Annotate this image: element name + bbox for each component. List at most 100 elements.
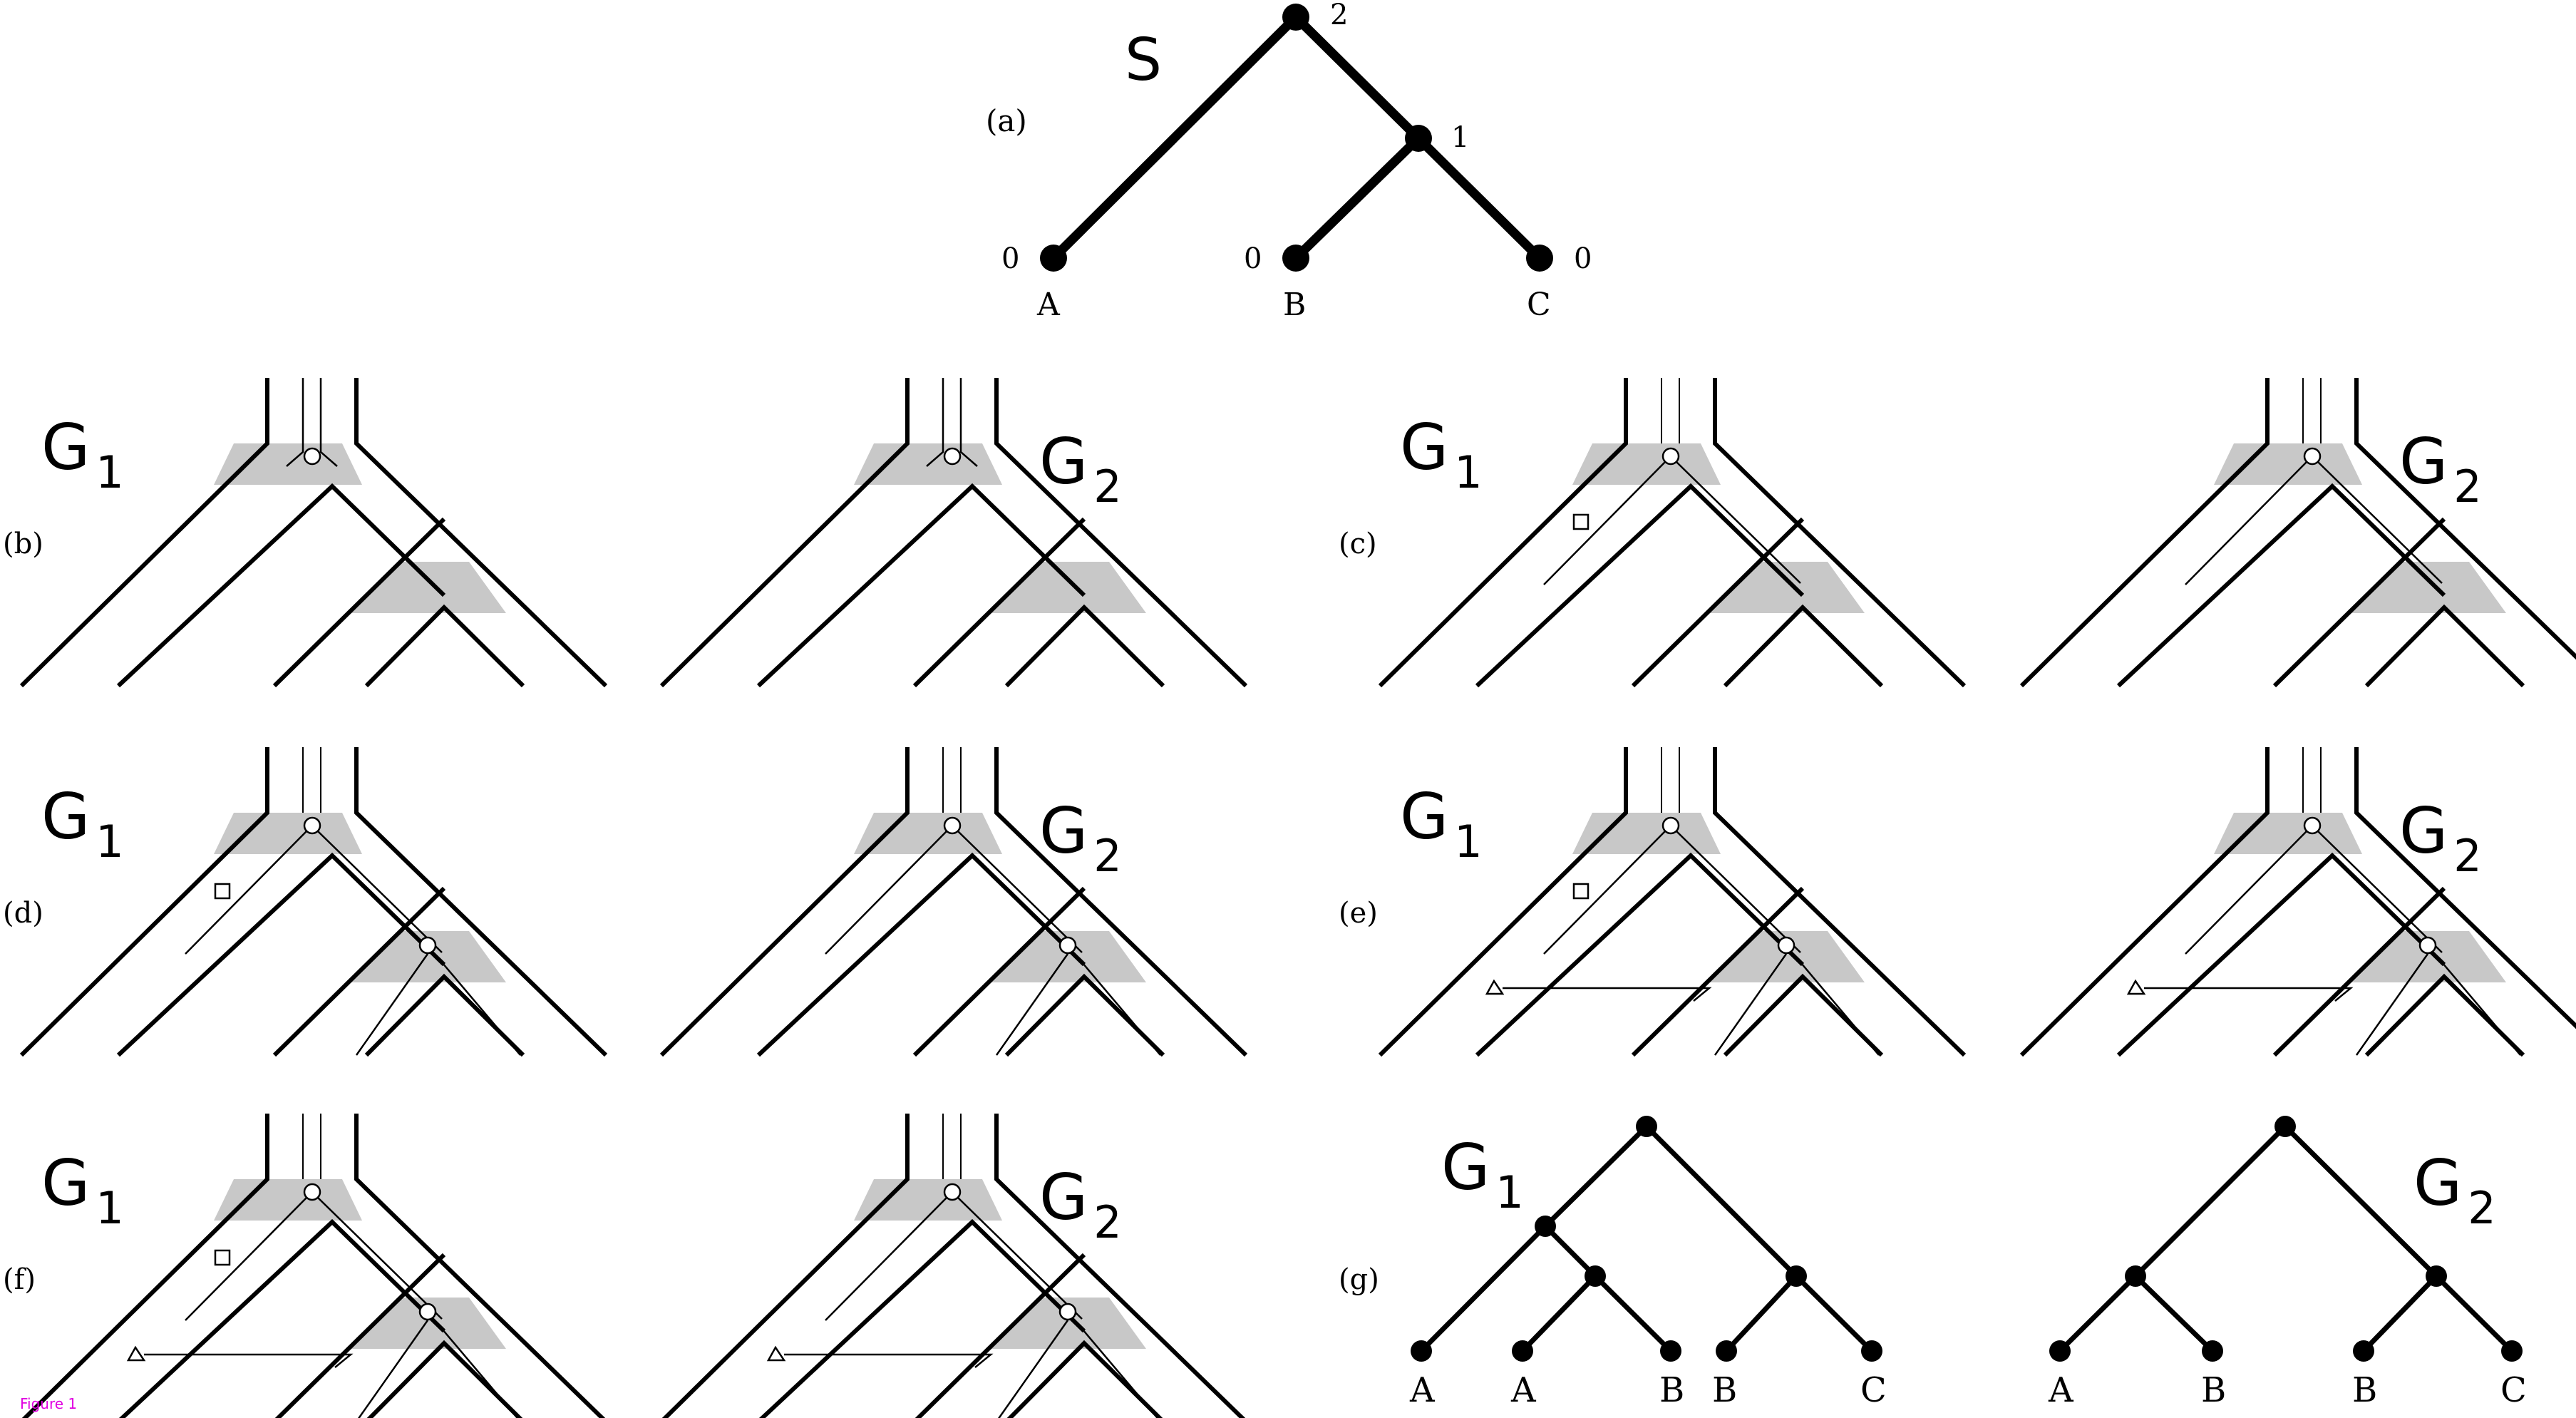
species-tree-title: S bbox=[1125, 26, 1162, 94]
tube-left-outer bbox=[2019, 747, 2270, 1057]
tube-inner-split bbox=[756, 852, 1086, 1057]
g2-leaf-label: B bbox=[2352, 1370, 2377, 1410]
tube-left-outer bbox=[21, 1114, 269, 1418]
lineage-merge-right bbox=[319, 378, 338, 467]
g1-edge-b-l2 bbox=[1520, 1273, 1598, 1354]
node-label-a: 0 bbox=[1001, 242, 1019, 275]
species-node-inner bbox=[1405, 125, 1432, 152]
leaf-name-a: A bbox=[1036, 287, 1061, 323]
tube-left-outer bbox=[659, 378, 910, 688]
lineage-left-branch bbox=[185, 831, 307, 955]
lineage-c bbox=[1793, 953, 1880, 1056]
g2-node-l2 bbox=[2202, 1340, 2223, 1362]
g2-leaf-label: B bbox=[2201, 1370, 2226, 1410]
species-leaf-a bbox=[1040, 245, 1067, 272]
g1-node-l3 bbox=[1660, 1340, 1681, 1362]
gene-tree-f-1-title-main: G bbox=[41, 1146, 90, 1220]
gene-tree-b-2-title-main: G bbox=[1039, 425, 1088, 498]
lineage-left-branch bbox=[2185, 831, 2307, 955]
g1-leaf-label: C bbox=[1860, 1370, 1887, 1410]
transfer-edge bbox=[144, 1353, 354, 1368]
gene-tree-d-1-title-sub: 1 bbox=[96, 816, 123, 868]
lineage-merge-left bbox=[286, 378, 304, 467]
tube-inner-right bbox=[272, 517, 446, 688]
gene-tree-g-1-title-sub: 1 bbox=[1495, 1166, 1523, 1218]
gene-tree-tube-f-2 bbox=[661, 1114, 1246, 1418]
tube-inner-split bbox=[2116, 483, 2446, 688]
lineage-b bbox=[1714, 953, 1788, 1056]
g2-edge-c-l3 bbox=[2361, 1273, 2439, 1354]
transfer-node bbox=[1485, 979, 1505, 995]
species-leaf-b bbox=[1282, 245, 1309, 272]
gene-tree-e-2-title-main: G bbox=[2399, 794, 2448, 868]
tube-right-outer bbox=[994, 1114, 1246, 1418]
inner-coalescence-node bbox=[418, 936, 437, 955]
tube-right-outer bbox=[354, 1114, 606, 1418]
g2-node-l4 bbox=[2501, 1340, 2523, 1362]
g1-edge-b-l3 bbox=[1592, 1273, 1674, 1354]
transfer-node bbox=[766, 1345, 786, 1362]
tube-inner-right bbox=[915, 1253, 1086, 1418]
coalescence-node bbox=[303, 447, 321, 466]
lineage-left-branch bbox=[185, 1197, 307, 1321]
tube-inner-bc bbox=[1004, 973, 1165, 1057]
tube-right-outer bbox=[354, 378, 608, 688]
transfer-edge bbox=[784, 1353, 994, 1368]
lineage-right-branch bbox=[1676, 461, 1801, 584]
gene-tree-b-1-title-sub: 1 bbox=[96, 446, 123, 498]
lineage-b bbox=[995, 953, 1069, 1056]
gene-tree-e-1-title-main: G bbox=[1400, 780, 1448, 853]
gene-tree-g-2-title-sub: 2 bbox=[2468, 1182, 2495, 1234]
ancestral-band bbox=[2214, 813, 2362, 854]
species-leaf-c bbox=[1526, 245, 1553, 272]
inner-coalescence-node bbox=[418, 1303, 437, 1321]
gene-tree-e-1-title-sub: 1 bbox=[1454, 816, 1482, 868]
tube-left-outer bbox=[661, 1114, 910, 1418]
panel-label-d: (d) bbox=[3, 897, 43, 930]
g1-node-l5 bbox=[1861, 1340, 1882, 1362]
g2-edge-a-l2 bbox=[2133, 1273, 2215, 1354]
inner-coalescence-node bbox=[1058, 1303, 1077, 1321]
inner-coalescence-node bbox=[1777, 936, 1796, 955]
tube-right-outer bbox=[354, 747, 608, 1057]
lineage-merge-right bbox=[959, 378, 978, 467]
gene-tree-d-1-title-main: G bbox=[41, 780, 90, 853]
transfer-edge bbox=[2144, 987, 2354, 1002]
lineage-left-branch bbox=[1543, 831, 1666, 955]
inner-band bbox=[348, 1298, 506, 1349]
coalescence-node bbox=[943, 447, 962, 466]
tube-inner-right bbox=[912, 517, 1086, 688]
lineage-merge-left bbox=[926, 378, 944, 467]
inner-band bbox=[1706, 931, 1865, 982]
gene-tree-tube-c-1 bbox=[1378, 378, 1967, 688]
lineage-c bbox=[2434, 953, 2521, 1056]
tube-inner-right bbox=[1631, 886, 1805, 1057]
gene-tree-tube-e-2 bbox=[2019, 747, 2576, 1057]
tube-inner-split bbox=[1475, 483, 1805, 688]
footer-note: Figure 1 bbox=[20, 1395, 77, 1412]
species-branch-inner-b bbox=[1291, 133, 1423, 263]
g2-node-l1 bbox=[2049, 1340, 2071, 1362]
tube-right-outer bbox=[994, 747, 1248, 1057]
g2-leaf-label: C bbox=[2500, 1370, 2527, 1410]
g1-edge-a-b bbox=[1542, 1223, 1598, 1279]
g1-leaf-label: A bbox=[1409, 1370, 1436, 1410]
tube-left-outer bbox=[2019, 378, 2270, 688]
tube-left-outer bbox=[1378, 747, 1628, 1057]
g1-leaf-label: A bbox=[1510, 1370, 1537, 1410]
g1-edge-root-a bbox=[1542, 1124, 1649, 1229]
gene-tree-d-2-title-main: G bbox=[1039, 794, 1088, 868]
panel-label-f: (f) bbox=[3, 1263, 36, 1296]
inner-band bbox=[2348, 562, 2506, 613]
coalescence-node bbox=[303, 1183, 321, 1201]
panel-label-g: (g) bbox=[1339, 1263, 1379, 1296]
g2-node-r bbox=[2274, 1116, 2296, 1137]
species-node-root bbox=[1282, 4, 1309, 31]
gene-tree-tube-e-1 bbox=[1378, 747, 1967, 1057]
lineage-right-branch bbox=[957, 831, 1083, 953]
